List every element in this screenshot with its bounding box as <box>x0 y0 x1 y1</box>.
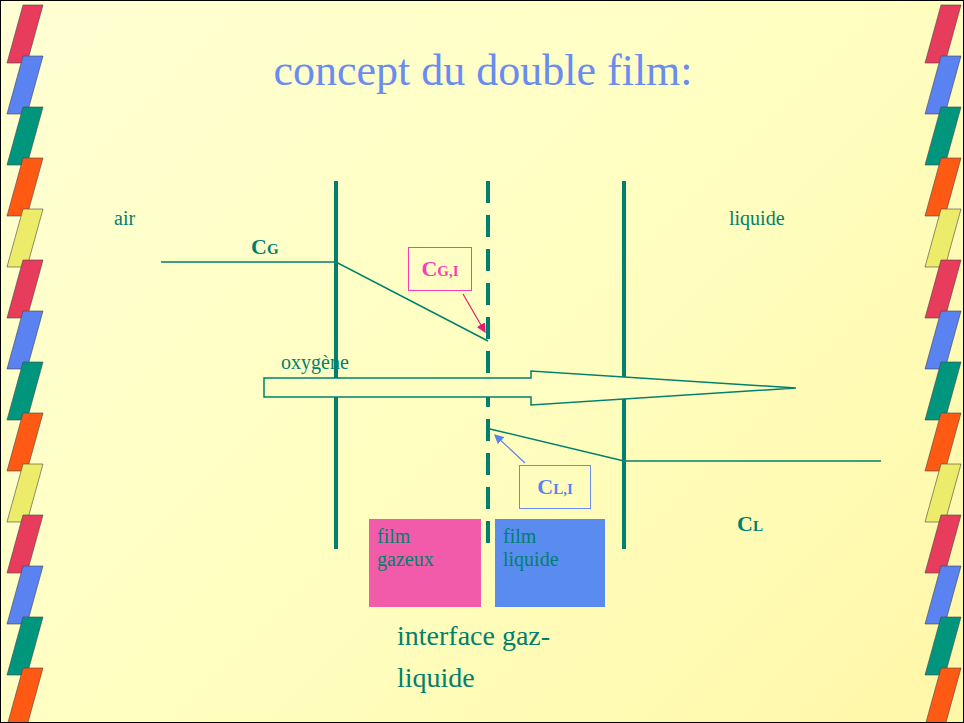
decor-band <box>925 413 961 471</box>
decor-band <box>925 260 961 318</box>
slide-title: concept du double film: <box>1 45 964 96</box>
decor-band <box>7 515 43 573</box>
region-label: liquide <box>729 207 785 230</box>
decor-band <box>7 668 43 723</box>
decor-band <box>925 515 961 573</box>
region-label: oxygène <box>281 351 349 374</box>
callout-box: CG,I <box>408 247 472 291</box>
concentration-symbol: CL <box>737 511 763 537</box>
decor-band <box>925 668 961 723</box>
region-label: air <box>114 207 135 230</box>
decor-band <box>7 566 43 624</box>
concentration-symbol: CG <box>251 234 279 260</box>
film-boundary <box>622 181 626 549</box>
decor-band <box>925 5 961 63</box>
leader-line <box>463 294 485 332</box>
decor-band <box>925 209 961 267</box>
film-box: film gazeux <box>369 519 481 607</box>
decor-band <box>7 158 43 216</box>
decor-band <box>7 107 43 165</box>
decor-band <box>7 413 43 471</box>
decor-band <box>925 566 961 624</box>
decor-band <box>925 617 961 675</box>
decor-band <box>7 311 43 369</box>
film-box: film liquide <box>495 519 605 607</box>
box-text: CL,I <box>537 474 572 500</box>
decor-band <box>7 617 43 675</box>
decor-band <box>7 56 43 114</box>
box-text: CG,I <box>421 256 458 282</box>
interface-line <box>486 181 490 549</box>
decor-band <box>925 56 961 114</box>
decor-band <box>7 260 43 318</box>
decor-band <box>925 311 961 369</box>
caption-label: interface gaz-liquide <box>397 615 567 699</box>
box-text: film liquide <box>503 525 585 571</box>
decor-band <box>7 5 43 63</box>
liquid-profile <box>490 429 881 461</box>
decor-band <box>925 362 961 420</box>
leader-line <box>495 435 525 463</box>
decor-band <box>925 107 961 165</box>
box-text: film gazeux <box>377 525 459 571</box>
decor-band <box>7 464 43 522</box>
callout-box: CL,I <box>519 465 591 509</box>
decor-band <box>7 209 43 267</box>
decor-band <box>7 362 43 420</box>
flux-arrow <box>264 371 796 405</box>
decor-band <box>925 464 961 522</box>
decor-band <box>925 158 961 216</box>
